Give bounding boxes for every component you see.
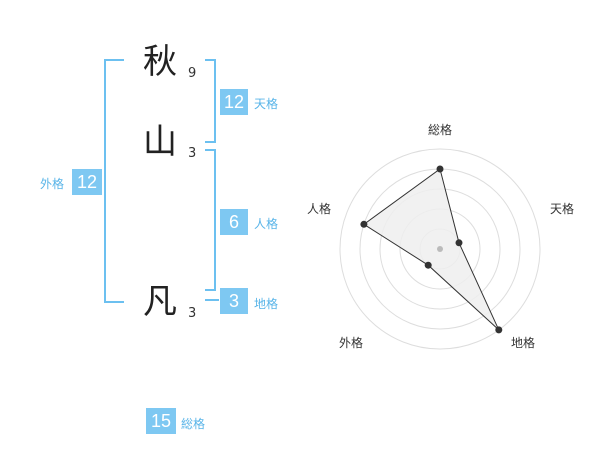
gaikaku-label: 外格: [40, 177, 65, 191]
chikaku-value: 3: [220, 288, 248, 314]
radar-point-1: [455, 239, 463, 247]
soukaku-value: 15: [146, 408, 176, 434]
gaikaku-value: 12: [72, 169, 102, 195]
radar-center: [437, 246, 443, 252]
radar-points: [360, 165, 503, 334]
chikaku-label: 地格: [254, 297, 279, 311]
jinkaku-label: 人格: [254, 217, 279, 231]
soukaku-label: 総格: [181, 417, 206, 431]
jinkaku-value: 6: [220, 209, 248, 235]
name-char-3: 凡: [143, 282, 177, 322]
chikaku-bracket: [205, 299, 219, 301]
tenkaku-label: 天格: [254, 97, 279, 111]
stroke-count-3: 3: [188, 306, 197, 321]
tenkaku-value: 12: [220, 89, 248, 115]
axis-label-tenkaku: 天格: [550, 202, 575, 216]
jinkaku-bracket: [205, 149, 216, 291]
radar-ring: [339, 148, 541, 350]
stroke-count-2: 3: [188, 146, 197, 161]
axis-label-gaikaku: 外格: [339, 336, 364, 350]
stroke-count-1: 9: [188, 66, 197, 81]
axis-label-jinkaku: 人格: [307, 202, 332, 216]
tenkaku-bracket: [205, 59, 216, 143]
radar-point-3: [424, 261, 432, 269]
radar-chart: [339, 148, 541, 350]
radar-point-2: [495, 326, 503, 334]
axis-label-soukaku: 総格: [428, 123, 453, 137]
radar-polygon: [363, 168, 500, 331]
name-char-2: 山: [143, 122, 177, 162]
axis-label-chikaku: 地格: [511, 336, 536, 350]
radar-point-0: [436, 165, 444, 173]
name-char-1: 秋: [143, 42, 177, 82]
gaikaku-bracket: [104, 59, 124, 303]
radar-point-4: [360, 220, 368, 228]
